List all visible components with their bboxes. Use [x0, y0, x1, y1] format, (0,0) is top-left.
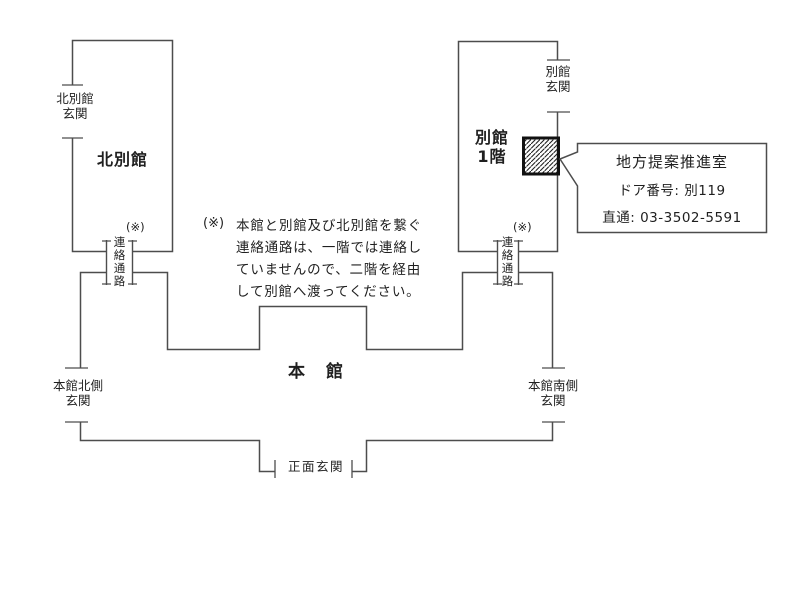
left-corridor-ticks [102, 240, 137, 285]
main-north-entrance-label: 本館北側 玄関 [42, 378, 114, 408]
right-corridor-ticks [493, 240, 523, 285]
footnote-line: 連絡通路は、一階では連絡し [236, 240, 422, 256]
left-corridor-note-mark: (※) [126, 220, 145, 234]
main-building-entrance-ticks [65, 367, 565, 478]
north-annex-entrance-ticks [62, 84, 83, 139]
footnote-line: して別館へ渡ってください。 [236, 284, 421, 300]
main-south-entrance-line2: 玄関 [540, 393, 566, 408]
footnote-line: ていませんので、二階を経由 [236, 262, 422, 278]
north-annex-entrance-label: 北別館 玄関 [40, 91, 110, 121]
main-building-outline [79, 271, 554, 473]
right-corridor-walls [496, 240, 520, 285]
room-callout-balloon [558, 142, 768, 234]
room-callout-title: 地方提案推進室 [615, 152, 728, 171]
main-north-entrance-line1: 本館北側 [52, 378, 103, 393]
main-north-entrance-line2: 玄関 [65, 393, 91, 408]
left-corridor-label: 連絡通路 [113, 235, 126, 288]
annex-entrance-label: 別館 玄関 [539, 64, 577, 94]
room-callout-door-number: ドア番号: 別119 [618, 182, 726, 199]
footnote-line: 本館と別館及び北別館を繋ぐ [236, 218, 422, 234]
north-annex-outline [71, 39, 174, 253]
promotion-office-room [522, 136, 560, 176]
right-corridor-note-mark: (※) [513, 220, 532, 234]
annex-entrance-line2: 玄関 [545, 79, 571, 94]
front-entrance-label: 正面玄関 [287, 459, 344, 474]
main-south-entrance-label: 本館南側 玄関 [517, 378, 589, 408]
room-callout-phone: 直通: 03-3502-5591 [602, 209, 742, 226]
north-annex-name: 北別館 [96, 150, 148, 169]
annex-name-line1: 別館 [474, 128, 509, 147]
annex-name-line2: 1階 [477, 147, 507, 166]
right-corridor-label: 連絡通路 [501, 235, 514, 288]
footnote-text: 本館と別館及び北別館を繋ぐ 連絡通路は、一階では連絡し ていませんので、二階を経… [236, 215, 422, 303]
annex-entrance-line1: 別館 [545, 64, 571, 79]
main-south-entrance-line1: 本館南側 [527, 378, 578, 393]
footnote-mark: (※) [203, 216, 225, 231]
room-callout: 地方提案推進室 ドア番号: 別119 直通: 03-3502-5591 [578, 144, 766, 232]
corridor-footnote: (※) 本館と別館及び北別館を繋ぐ 連絡通路は、一階では連絡し ていませんので、… [203, 215, 422, 303]
north-annex-entrance-line2: 玄関 [62, 106, 88, 121]
north-annex-entrance-line1: 北別館 [56, 91, 94, 106]
main-building-name: 本 館 [288, 362, 345, 382]
annex-name: 別館 1階 [464, 128, 520, 166]
annex-entrance-ticks [547, 59, 570, 113]
left-corridor-walls [105, 240, 134, 285]
